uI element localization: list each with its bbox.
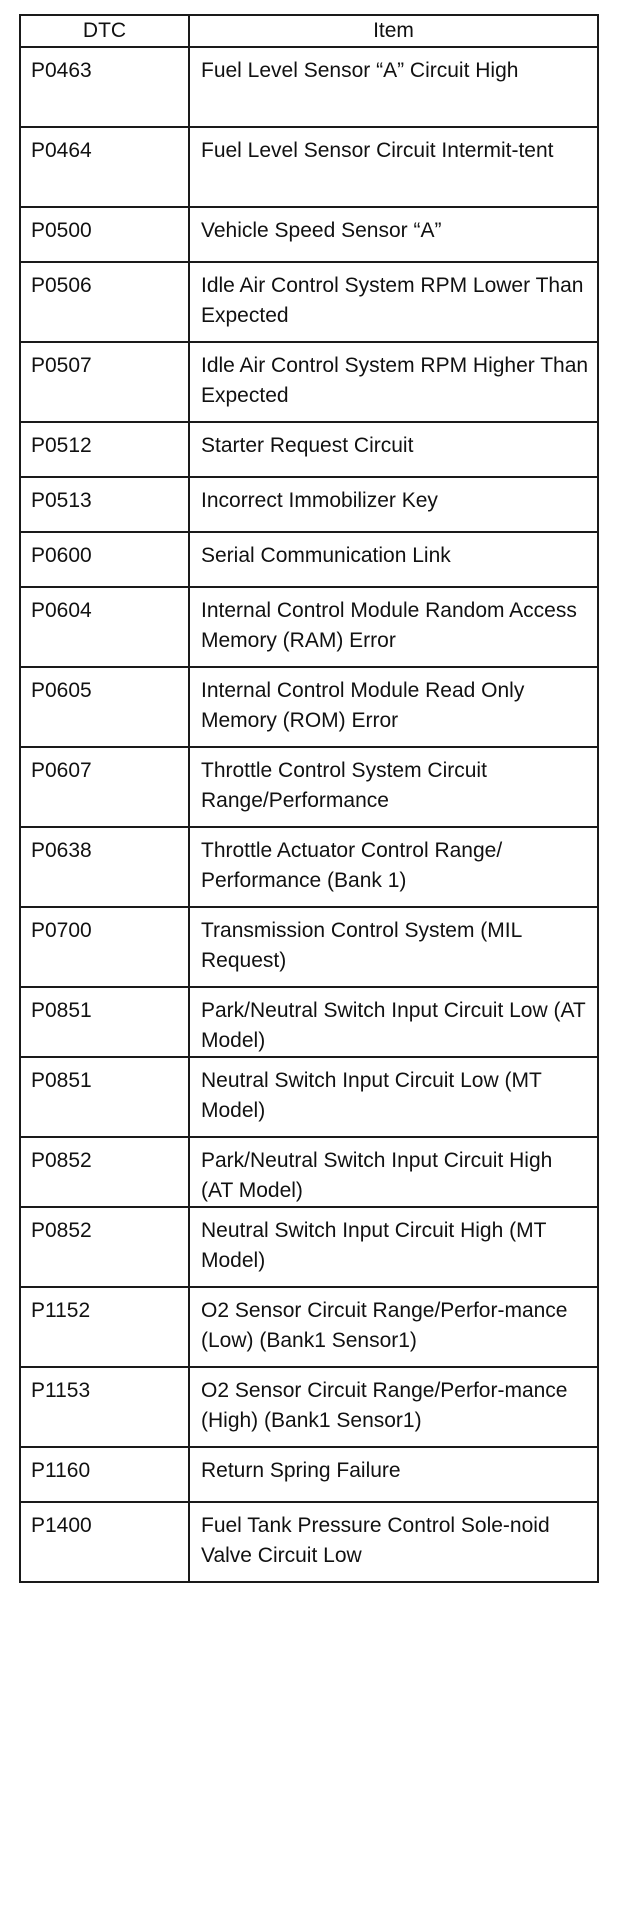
dtc-item-cell: Idle Air Control System RPM Lower Than E… — [188, 261, 599, 343]
dtc-code-cell: P0638 — [19, 826, 190, 908]
dtc-item-cell: Throttle Actuator Control Range/ Perform… — [188, 826, 599, 908]
dtc-code-cell: P0513 — [19, 476, 190, 533]
dtc-item-cell: O2 Sensor Circuit Range/Perfor-mance (Hi… — [188, 1366, 599, 1448]
dtc-item-cell: O2 Sensor Circuit Range/Perfor-mance (Lo… — [188, 1286, 599, 1368]
table-header-row: DTC Item — [19, 14, 599, 48]
dtc-item-cell: Fuel Level Sensor Circuit Intermit-tent — [188, 126, 599, 208]
dtc-item-cell: Internal Control Module Read Only Memory… — [188, 666, 599, 748]
dtc-code-cell: P0852 — [19, 1136, 190, 1208]
dtc-code-cell: P0507 — [19, 341, 190, 423]
dtc-code-cell: P1400 — [19, 1501, 190, 1583]
dtc-item-cell: Vehicle Speed Sensor “A” — [188, 206, 599, 263]
dtc-code-cell: P0851 — [19, 1056, 190, 1138]
dtc-code-cell: P0852 — [19, 1206, 190, 1288]
dtc-code-cell: P0600 — [19, 531, 190, 588]
dtc-code-cell: P0463 — [19, 46, 190, 128]
dtc-item-cell: Park/Neutral Switch Input Circuit High (… — [188, 1136, 599, 1208]
dtc-item-cell: Transmission Control System (MIL Request… — [188, 906, 599, 988]
dtc-code-cell: P0604 — [19, 586, 190, 668]
dtc-item-cell: Starter Request Circuit — [188, 421, 599, 478]
header-item: Item — [188, 14, 599, 48]
dtc-code-cell: P1160 — [19, 1446, 190, 1503]
dtc-code-cell: P1152 — [19, 1286, 190, 1368]
dtc-item-cell: Throttle Control System Circuit Range/Pe… — [188, 746, 599, 828]
dtc-code-cell: P0464 — [19, 126, 190, 208]
dtc-item-cell: Idle Air Control System RPM Higher Than … — [188, 341, 599, 423]
dtc-code-cell: P0851 — [19, 986, 190, 1058]
dtc-code-cell: P0605 — [19, 666, 190, 748]
dtc-code-cell: P0500 — [19, 206, 190, 263]
dtc-item-cell: Neutral Switch Input Circuit Low (MT Mod… — [188, 1056, 599, 1138]
dtc-item-cell: Internal Control Module Random Access Me… — [188, 586, 599, 668]
dtc-code-cell: P0700 — [19, 906, 190, 988]
dtc-item-cell: Fuel Tank Pressure Control Sole-noid Val… — [188, 1501, 599, 1583]
dtc-item-cell: Fuel Level Sensor “A” Circuit High — [188, 46, 599, 128]
dtc-code-cell: P0512 — [19, 421, 190, 478]
dtc-item-cell: Park/Neutral Switch Input Circuit Low (A… — [188, 986, 599, 1058]
dtc-item-cell: Incorrect Immobilizer Key — [188, 476, 599, 533]
dtc-item-cell: Serial Communication Link — [188, 531, 599, 588]
header-dtc: DTC — [19, 14, 190, 48]
dtc-code-cell: P1153 — [19, 1366, 190, 1448]
dtc-item-cell: Return Spring Failure — [188, 1446, 599, 1503]
dtc-item-cell: Neutral Switch Input Circuit High (MT Mo… — [188, 1206, 599, 1288]
dtc-code-cell: P0607 — [19, 746, 190, 828]
dtc-code-cell: P0506 — [19, 261, 190, 343]
